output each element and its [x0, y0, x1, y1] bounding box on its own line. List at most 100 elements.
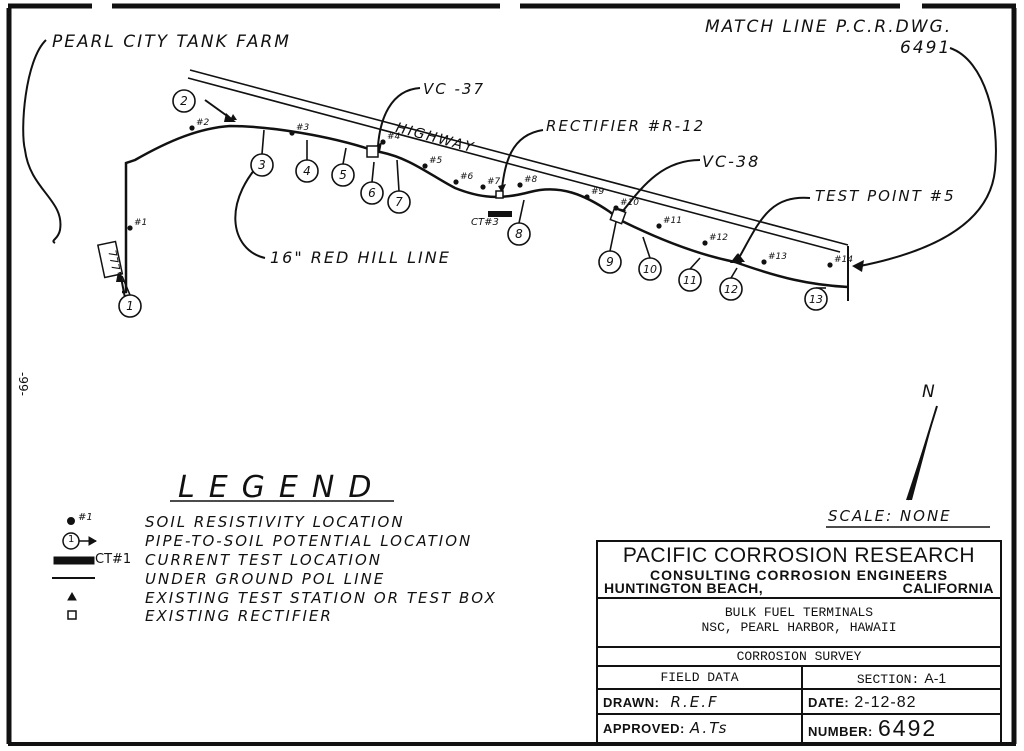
soil-resistivity-dot — [761, 259, 767, 265]
section-value: A-1 — [924, 670, 947, 686]
match-line-label: MATCH LINE P.C.R.DWG. — [705, 17, 953, 37]
leader-lines — [22, 39, 997, 299]
legend-soil-dot — [67, 517, 75, 525]
pipeline-label: 16" RED HILL LINE — [270, 248, 451, 267]
vc-37-box — [366, 145, 379, 158]
soil-resistivity-dot — [422, 163, 428, 169]
potential-location-circle — [250, 153, 274, 177]
number-value: 6492 — [877, 715, 938, 741]
potential-arrow — [261, 129, 265, 155]
potential-location-circle — [295, 159, 319, 183]
number-cell: NUMBER: 6492 — [803, 715, 1000, 742]
approved-label: APPROVED: — [603, 721, 685, 736]
potential-arrow — [121, 275, 131, 296]
field-data-cell: FIELD DATA — [598, 667, 803, 690]
soil-resistivity-dot — [189, 125, 195, 131]
pearl-city-tank-farm-label: PEARL CITY TANK FARM — [52, 32, 291, 52]
soil-resistivity-label: #4 — [387, 132, 401, 142]
potential-location-label: 2 — [180, 94, 188, 108]
potential-arrow — [342, 147, 347, 165]
soil-resistivity-label: #14 — [834, 255, 853, 265]
date-value: 2-12-82 — [854, 694, 917, 711]
section-label: SECTION: — [856, 672, 920, 687]
soil-resistivity-label: #2 — [196, 118, 210, 128]
potential-location-label: 3 — [258, 158, 266, 172]
potential-location-label: 5 — [339, 168, 347, 182]
soil-resistivity-label: #1 — [134, 218, 147, 228]
potential-location-label: 7 — [395, 195, 403, 209]
legend-item-current: CURRENT TEST LOCATION — [145, 551, 382, 569]
potential-location-label: 1 — [126, 299, 134, 313]
soil-resistivity-label: #9 — [591, 187, 605, 197]
legend-item-pipeline: UNDER GROUND POL LINE — [145, 570, 386, 588]
vc-37-label: VC -37 — [423, 80, 486, 98]
current-test-bar-ct3 — [488, 211, 512, 217]
potential-arrow — [609, 221, 617, 252]
potential-location-circle — [387, 190, 411, 214]
project-block: BULK FUEL TERMINALS NSC, PEARL HARBOR, H… — [598, 599, 1000, 648]
potential-location-circle — [172, 89, 196, 113]
potential-location-circle — [331, 163, 355, 187]
red-hill-pipeline — [122, 124, 849, 294]
soil-resistivity-dot — [480, 184, 486, 190]
page-number: -99- — [16, 372, 30, 396]
soil-resistivity-dot — [702, 240, 708, 246]
drawn-label: DRAWN: — [603, 695, 660, 710]
legend-current-bar — [53, 556, 95, 565]
soil-resistivity-label: #8 — [524, 175, 538, 185]
potential-arrow — [689, 257, 701, 270]
drawn-value: R.E.F — [670, 693, 719, 711]
soil-resistivity-dot — [827, 262, 833, 268]
date-cell: DATE: 2-12-82 — [803, 690, 1000, 715]
test-point-label: TEST POINT #5 — [815, 187, 956, 205]
potential-location-circle — [678, 268, 702, 292]
rectifier-r12-box — [495, 190, 504, 199]
company-block: PACIFIC CORROSION RESEARCH CONSULTING CO… — [598, 542, 1000, 599]
highway-lines — [187, 69, 849, 253]
potential-location-circle — [719, 277, 743, 301]
legend-soil-symbol-text: #1 — [78, 512, 93, 523]
title-block: PACIFIC CORROSION RESEARCH CONSULTING CO… — [596, 540, 1002, 744]
test-station-triangle — [730, 254, 742, 263]
soil-resistivity-dot — [380, 139, 386, 145]
potential-location-label: 9 — [606, 255, 614, 269]
potential-location-label: 8 — [515, 227, 523, 241]
soil-resistivity-label: #11 — [663, 216, 682, 226]
test-station-triangle — [230, 114, 237, 120]
company-city: HUNTINGTON BEACH, — [604, 580, 764, 596]
potential-location-label: 13 — [809, 293, 823, 306]
soil-resistivity-label: #3 — [296, 123, 310, 133]
north-label: N — [922, 382, 937, 402]
potential-location-label: 6 — [368, 186, 376, 200]
company-subtitle: CONSULTING CORROSION ENGINEERS — [649, 567, 949, 583]
soil-resistivity-label: #10 — [620, 198, 639, 208]
potential-location-label: 10 — [643, 263, 657, 276]
legend-current-symbol-text: CT#1 — [95, 552, 132, 567]
rectifier-label: RECTIFIER #R-12 — [546, 117, 706, 135]
project-line-2: NSC, PEARL HARBOR, HAWAII — [701, 620, 897, 635]
legend-item-test-station: EXISTING TEST STATION OR TEST BOX — [145, 589, 497, 607]
potential-arrow — [730, 267, 738, 279]
potential-location-label: 11 — [683, 274, 697, 287]
potential-location-circle — [638, 257, 662, 281]
potential-location-label: 4 — [303, 164, 311, 178]
project-line-1: BULK FUEL TERMINALS — [724, 605, 874, 620]
soil-resistivity-label: #6 — [460, 172, 474, 182]
potential-location-circle — [804, 287, 828, 311]
potential-location-label: 12 — [724, 283, 738, 296]
soil-resistivity-dots: #1#2#3#4#5#6#7#8#9#10#11#12#13#14 — [127, 118, 853, 268]
scale-label: SCALE: NONE — [828, 507, 952, 525]
vc-38-box — [609, 207, 627, 225]
approved-cell: APPROVED: A.Ts — [598, 715, 803, 742]
potential-arrow — [396, 159, 400, 192]
vc-38-label: VC-38 — [702, 152, 761, 171]
soil-resistivity-label: #13 — [768, 252, 787, 262]
section-cell: SECTION: A-1 — [803, 667, 1000, 690]
soil-resistivity-dot — [613, 205, 619, 211]
legend-item-rectifier: EXISTING RECTIFIER — [145, 607, 333, 625]
potential-location-circle — [598, 250, 622, 274]
survey-row: CORROSION SURVEY — [598, 648, 1000, 667]
date-label: DATE: — [808, 695, 850, 710]
